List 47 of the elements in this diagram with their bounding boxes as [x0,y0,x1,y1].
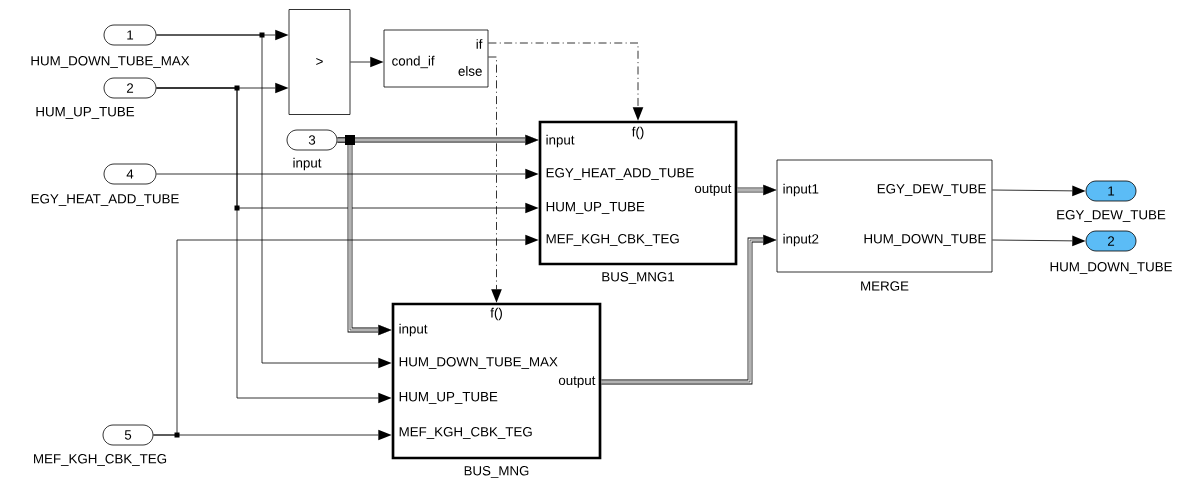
block-name: EGY_HEAT_ADD_TUBE [31,194,179,206]
port-label: if [476,39,483,49]
port-label: HUM_UP_TUBE [399,392,498,404]
signal-line [350,56,384,68]
port-label: f() [631,126,644,140]
port-label: HUM_UP_TUBE [546,202,645,214]
signal-line [153,429,392,441]
port-label: f() [490,307,502,321]
block-name: HUM_DOWN_TUBE [1050,262,1172,274]
signal-line [488,42,644,121]
signal-line [488,56,502,303]
port-label: output [694,184,732,196]
port-label: HUM_DOWN_TUBE_MAX [399,357,558,369]
subsystem-block [391,302,602,460]
function-block [383,29,489,88]
signal-line [156,168,539,180]
port-label: input1 [783,183,819,197]
port-label: MEF_KGH_CBK_TEG [399,427,532,439]
port-label: else [458,66,482,76]
subsystem-block [538,120,738,266]
signal-line [337,137,392,336]
signal-line [992,185,1086,197]
port-label: EGY_DEW_TUBE [877,184,986,196]
port-label: HUM_DOWN_TUBE [864,234,986,246]
port-label: MEF_KGH_CBK_TEG [546,234,679,246]
block-name: HUM_UP_TUBE [36,107,135,119]
signal-line [156,87,392,404]
signal-line [156,34,392,369]
port-label: input2 [783,233,819,247]
port-label: input [399,323,428,337]
block-name: input [293,157,322,171]
signal-line [992,235,1086,247]
block-name: MERGE [861,281,909,291]
block-name: HUM_DOWN_TUBE_MAX [31,56,190,68]
port-label: output [558,376,596,388]
signal-line [737,184,777,196]
port-label: > [316,58,323,65]
port-label: input [546,134,575,148]
block-name: MEF_KGH_CBK_TEG [34,454,167,466]
function-block [288,9,351,115]
port-label: cond_if [392,55,435,69]
block-name: EGY_DEW_TUBE [1057,210,1166,222]
block-name: BUS_MNG [464,466,529,478]
signal-line [601,234,777,385]
function-block [776,159,993,273]
block-name: BUS_MNG1 [602,272,675,284]
port-label: EGY_HEAT_ADD_TUBE [546,168,694,180]
